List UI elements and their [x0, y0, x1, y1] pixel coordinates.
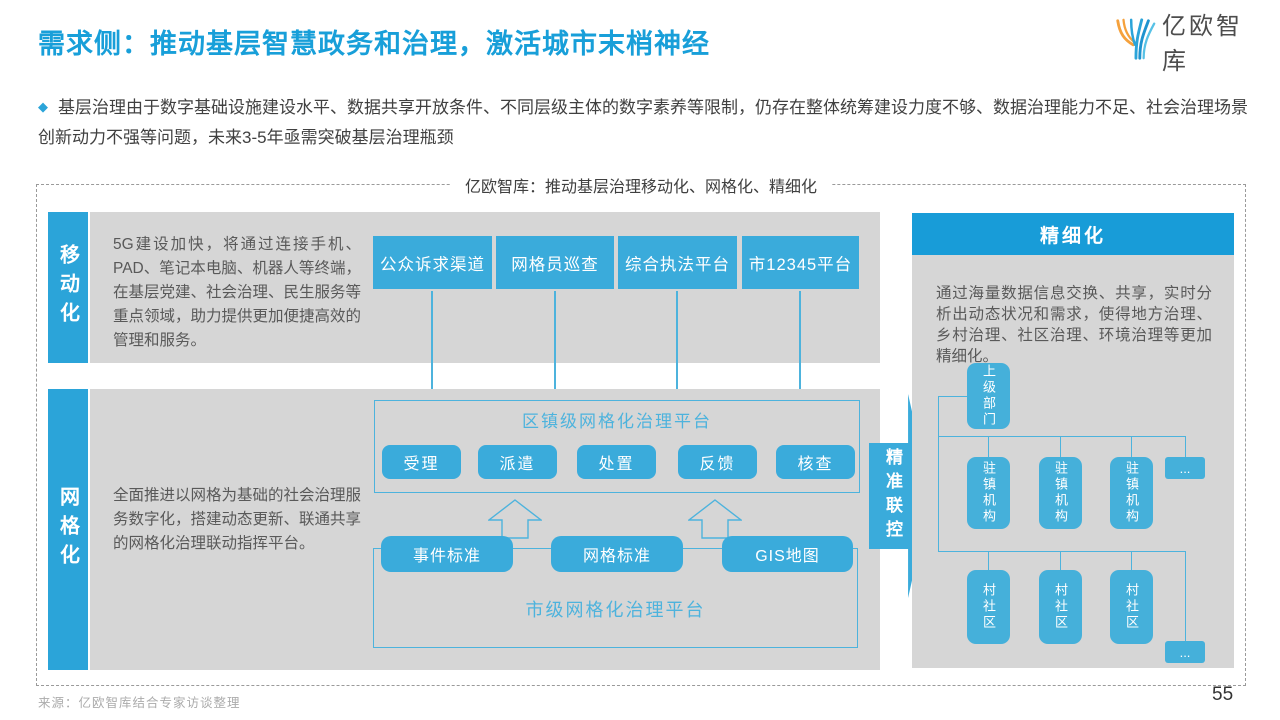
- org-connector-line: [988, 436, 989, 457]
- down-arrow-icon: [795, 291, 805, 398]
- org-connector-line: [938, 436, 1185, 437]
- summary-text: 基层治理由于数字基础设施建设水平、数据共享开放条件、不同层级主体的数字素养等限制…: [38, 98, 1248, 147]
- precision-control-label: 精准联控: [883, 448, 902, 544]
- standard-box-grid: 网格标准: [551, 536, 683, 572]
- row-label-mobile: 移动化: [48, 212, 88, 363]
- org-connector-line: [1131, 436, 1132, 457]
- down-arrow-icon: [427, 291, 437, 398]
- row-label-grid: 网格化: [48, 389, 88, 670]
- org-connector-line: [1060, 436, 1061, 457]
- summary-paragraph: ◆基层治理由于数字基础设施建设水平、数据共享开放条件、不同层级主体的数字素养等限…: [38, 92, 1248, 153]
- step-box-verify: 核查: [776, 445, 855, 479]
- step-box-dispatch: 派遣: [478, 445, 557, 479]
- org-connector-line: [1185, 436, 1186, 457]
- channel-box-grid-patrol: 网格员巡查: [496, 236, 614, 289]
- org-connector-line: [938, 396, 939, 552]
- org-box-superior-department: 上级部门: [967, 363, 1010, 429]
- channel-box-public-appeal: 公众诉求渠道: [373, 236, 492, 289]
- org-connector-line: [938, 551, 1185, 552]
- org-box-village-community: 村社区: [1110, 570, 1153, 644]
- diagram-frame: 亿欧智库：推动基层治理移动化、网格化、精细化: [36, 173, 1246, 686]
- refine-desc: 通过海量数据信息交换、共享，实时分析出动态状况和需求，使得地方治理、乡村治理、社…: [936, 285, 1212, 365]
- step-box-feedback: 反馈: [678, 445, 757, 479]
- page-number: 55: [1212, 684, 1234, 705]
- channel-box-law-enforcement: 综合执法平台: [618, 236, 737, 289]
- org-box-village-community: 村社区: [967, 570, 1010, 644]
- city-platform-title: 市级网格化治理平台: [525, 600, 706, 620]
- org-box-more: ...: [1165, 457, 1205, 479]
- org-box-town-agency: 驻镇机构: [1039, 457, 1082, 529]
- step-box-accept: 受理: [382, 445, 461, 479]
- grid-row-panel: [90, 389, 880, 670]
- org-box-town-agency: 驻镇机构: [967, 457, 1010, 529]
- logo-icon: [1112, 16, 1158, 67]
- org-connector-line: [1185, 551, 1186, 641]
- step-box-handle: 处置: [577, 445, 656, 479]
- up-arrow-icon: [686, 499, 744, 544]
- down-arrow-icon: [550, 291, 560, 398]
- org-box-town-agency: 驻镇机构: [1110, 457, 1153, 529]
- mobile-row-desc: 5G建设加快，将通过连接手机、PAD、笔记本电脑、机器人等终端，在基层党建、社会…: [113, 236, 362, 349]
- up-arrow-icon: [486, 499, 544, 544]
- refine-panel-body: 通过海量数据信息交换、共享，实时分析出动态状况和需求，使得地方治理、乡村治理、社…: [912, 255, 1234, 668]
- source-note: 来源：亿欧智库结合专家访谈整理: [38, 696, 241, 710]
- standard-box-gis: GIS地图: [722, 536, 853, 572]
- bullet-diamond-icon: ◆: [38, 99, 48, 114]
- channel-box-12345: 市12345平台: [742, 236, 859, 289]
- diagram-title: 亿欧智库：推动基层治理移动化、网格化、精细化: [450, 173, 832, 197]
- grid-row-desc: 全面推进以网格为基础的社会治理服务数字化，搭建动态更新、联通共享的网格化治理联动…: [113, 487, 362, 552]
- standard-box-event: 事件标准: [381, 536, 513, 572]
- page-title: 需求侧：推动基层智慧政务和治理，激活城市末梢神经: [38, 29, 710, 59]
- org-box-village-community: 村社区: [1039, 570, 1082, 644]
- district-platform-title: 区镇级网格化治理平台: [522, 412, 712, 431]
- company-logo: 亿欧智库: [1112, 13, 1262, 75]
- org-connector-line: [1060, 551, 1061, 570]
- refine-panel: 精细化 通过海量数据信息交换、共享，实时分析出动态状况和需求，使得地方治理、乡村…: [912, 213, 1234, 668]
- org-connector-line: [938, 396, 967, 397]
- logo-text: 亿欧智库: [1162, 13, 1243, 75]
- district-platform-box: [374, 400, 860, 493]
- org-box-more: ...: [1165, 641, 1205, 663]
- down-arrow-icon: [672, 291, 682, 398]
- org-connector-line: [1131, 551, 1132, 570]
- org-connector-line: [988, 551, 989, 570]
- refine-panel-title: 精细化: [912, 213, 1234, 255]
